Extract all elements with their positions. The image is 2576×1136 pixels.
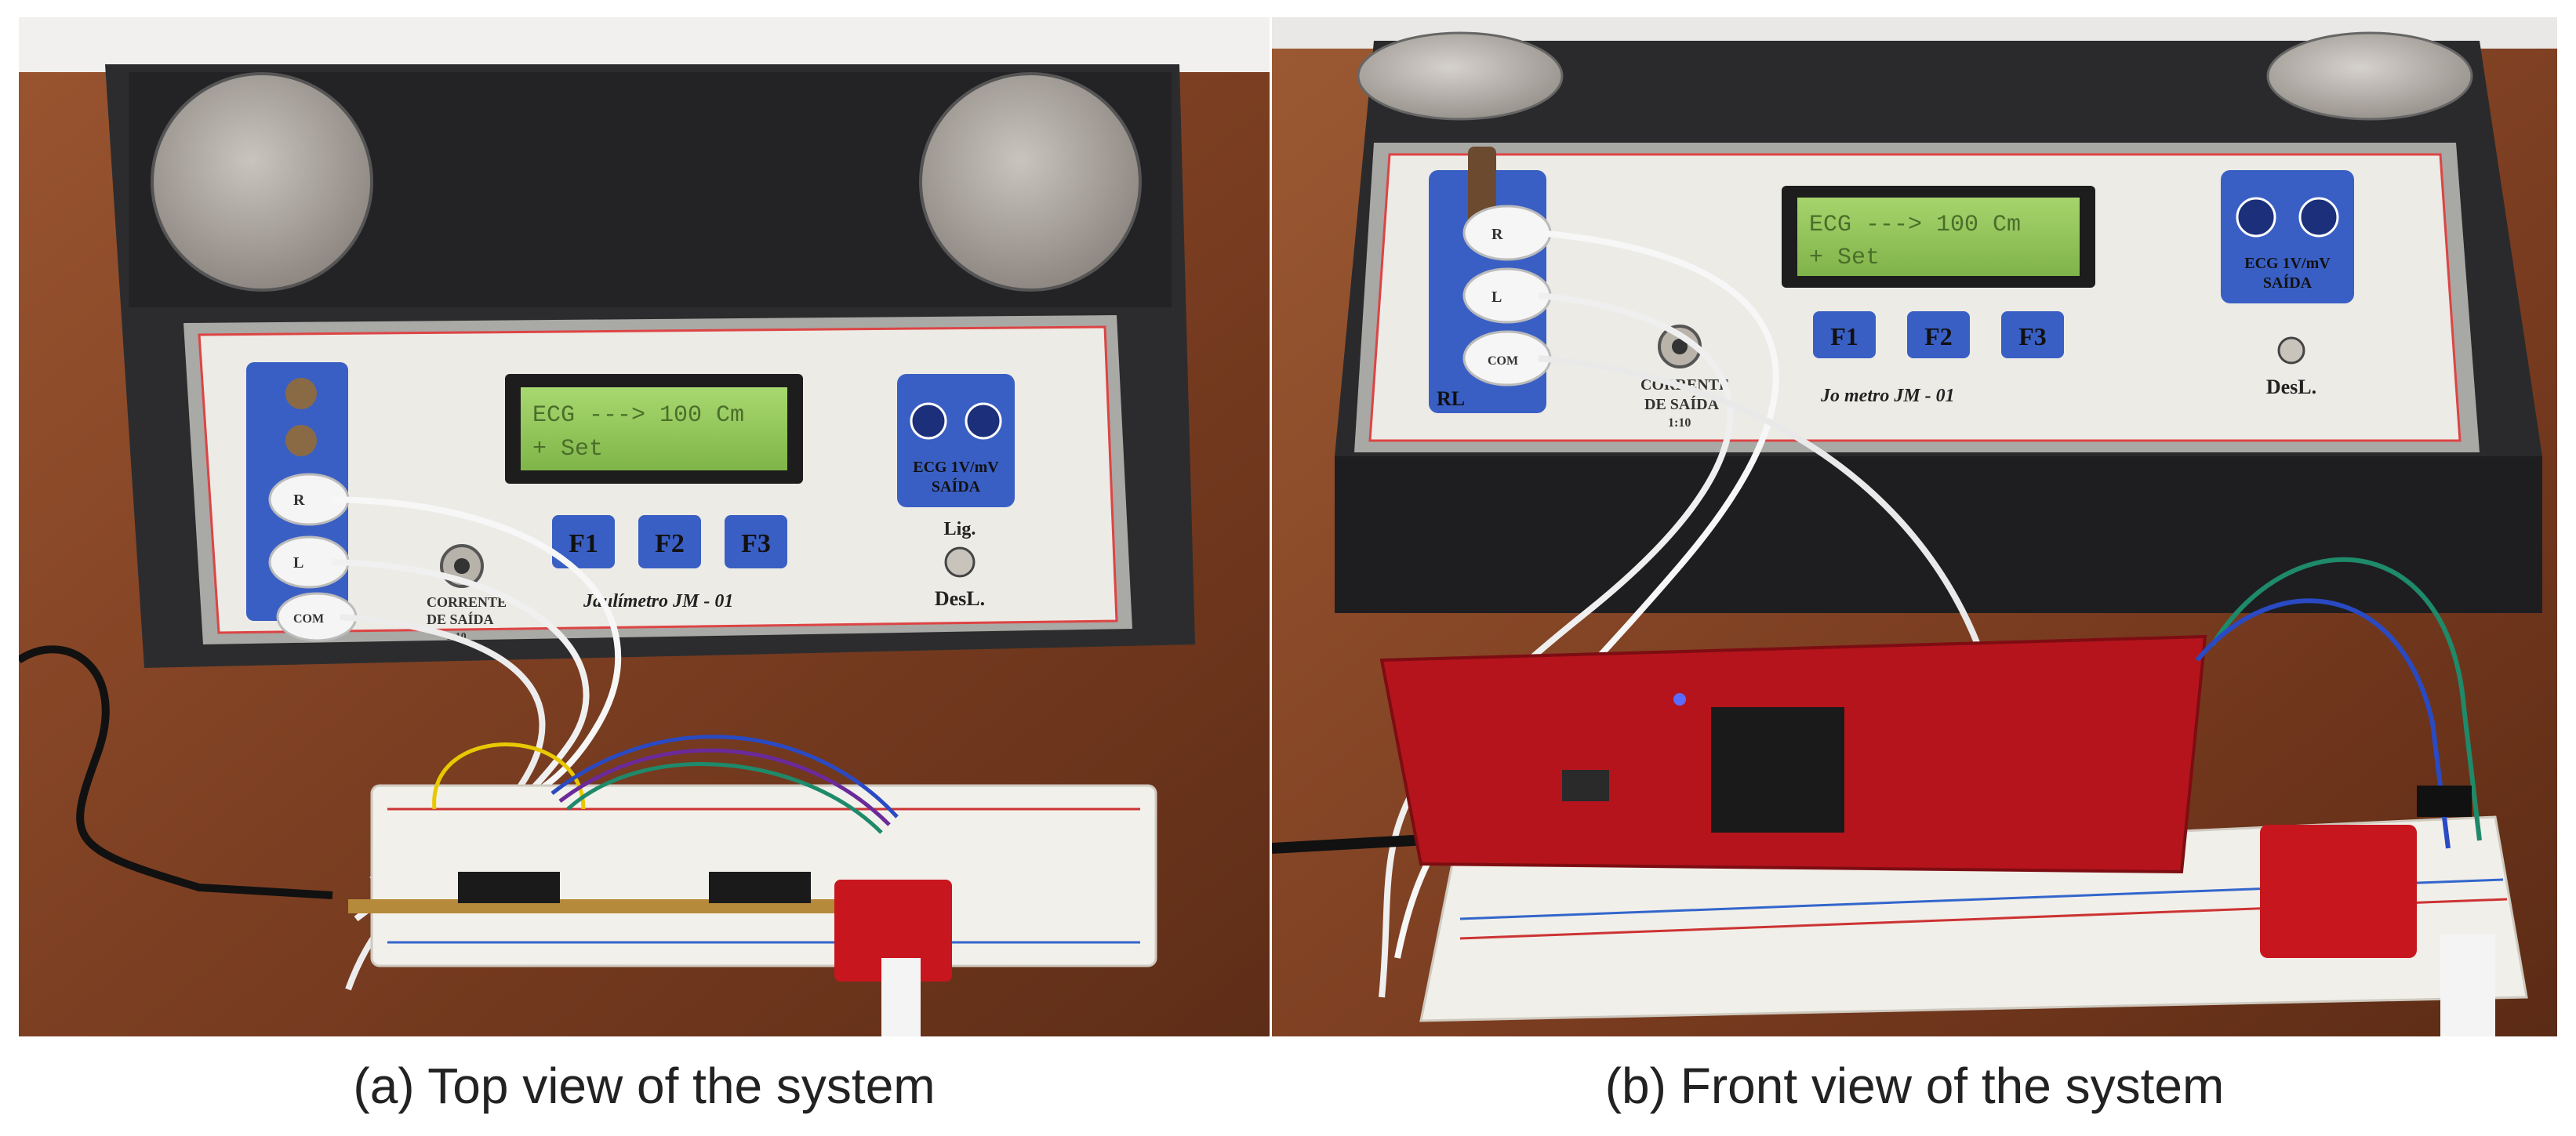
lead-l-label: L <box>1491 289 1502 306</box>
ecg-plus-jack <box>910 402 947 440</box>
ecg-label: ECG 1V/mV <box>2244 255 2331 272</box>
f3-button <box>2001 311 2064 358</box>
f1-button <box>1813 311 1876 358</box>
f2-label: F2 <box>1924 322 1953 350</box>
f3-button <box>725 515 787 568</box>
lead-l-label: L <box>293 554 303 572</box>
saida-current-label: DE SAÍDA <box>427 611 494 627</box>
f2-button <box>638 515 701 568</box>
banana-jack <box>285 378 317 409</box>
f1-button <box>552 515 615 568</box>
ecg-minus-jack <box>2298 197 2339 238</box>
usb-port <box>1562 770 1609 801</box>
bnc-connector-core <box>454 558 470 574</box>
switch-on-label: Lig. <box>944 519 976 539</box>
lead-wire <box>1538 355 1981 646</box>
right-electrode-plate <box>919 72 1142 292</box>
lead-snap <box>1462 205 1552 261</box>
top-view-scene: R L COM CORRENTE DE SAÍDA 1:10 ECG ---> … <box>19 17 1270 1036</box>
banana-jack <box>285 425 317 456</box>
ratio-label: 1:10 <box>1668 416 1691 430</box>
power-switch <box>944 546 976 578</box>
left-electrode-plate <box>151 72 373 292</box>
right-electrode-plate <box>2266 31 2473 121</box>
audio-plug <box>881 958 921 1036</box>
saida-label: SAÍDA <box>932 477 981 495</box>
ecg-sensor-board <box>834 880 952 982</box>
photo-front-view: RL R L COM CORRENTE DE SAÍDA 1:10 ECG --… <box>1272 17 2557 1036</box>
lcd-screen <box>521 387 787 470</box>
switch-off-label: DesL. <box>935 587 985 610</box>
lcd-line-1: ECG ---> 100 Cm <box>532 402 744 429</box>
f3-label: F3 <box>2018 322 2047 350</box>
switch-off-label: DesL. <box>2266 376 2316 398</box>
ecg-minus-jack <box>965 402 1002 440</box>
front-view-scene: RL R L COM CORRENTE DE SAÍDA 1:10 ECG --… <box>1272 17 2557 1036</box>
jumper-wire <box>558 748 891 826</box>
lcd-line-2: + Set <box>1809 245 1880 271</box>
saida-current-label: DE SAÍDA <box>1644 395 1720 413</box>
f2-button <box>1907 311 1970 358</box>
photo-top-view: R L COM CORRENTE DE SAÍDA 1:10 ECG ---> … <box>19 17 1270 1036</box>
ecg-label: ECG 1V/mV <box>913 459 999 476</box>
audio-plug <box>2440 935 2495 1036</box>
caption-front-view: (b) Front view of the system <box>1604 1058 2225 1114</box>
saida-label: SAÍDA <box>2263 274 2313 292</box>
f1-label: F1 <box>1830 322 1858 350</box>
ecg-plus-jack <box>2236 197 2276 238</box>
model-label: Jo metro JM - 01 <box>1820 386 1955 406</box>
bnc-connector-core <box>1672 339 1688 354</box>
lead-r-label: R <box>1491 226 1503 243</box>
jumper-wire <box>2211 557 2482 841</box>
header-connector <box>2417 786 2472 817</box>
lead-snaps <box>1462 205 1552 387</box>
lead-com-label: COM <box>1488 354 1518 368</box>
status-led <box>1673 693 1686 706</box>
lcd-line-2: + Set <box>532 436 603 463</box>
f2-label: F2 <box>655 529 685 558</box>
ecg-sensor-board <box>2260 825 2417 958</box>
f1-label: F1 <box>569 529 598 558</box>
jumper-wire <box>550 735 899 818</box>
lead-r-label: R <box>293 492 305 509</box>
f3-label: F3 <box>741 529 771 558</box>
device-front-face <box>1335 456 2542 613</box>
front-panel-face <box>1368 153 2462 442</box>
lead-com-label: COM <box>293 612 324 626</box>
lcd-screen <box>1797 198 2080 276</box>
usb-cable <box>19 645 333 899</box>
microcontroller-chip <box>1711 707 1844 833</box>
lead-wire <box>1379 292 1733 998</box>
rl-label: RL <box>1437 387 1465 410</box>
power-switch <box>2277 336 2305 365</box>
lcd-line-1: ECG ---> 100 Cm <box>1809 212 2021 238</box>
background-wall <box>19 17 1270 72</box>
jumper-wire <box>566 762 883 834</box>
corrente-label: CORRENTE <box>427 594 507 610</box>
lead-snap <box>1462 267 1552 324</box>
left-electrode-plate <box>1357 31 1564 121</box>
caption-top-view: (a) Top view of the system <box>353 1058 936 1114</box>
header-connector <box>458 872 560 903</box>
jumper-wire <box>2195 598 2451 849</box>
header-connector <box>709 872 811 903</box>
